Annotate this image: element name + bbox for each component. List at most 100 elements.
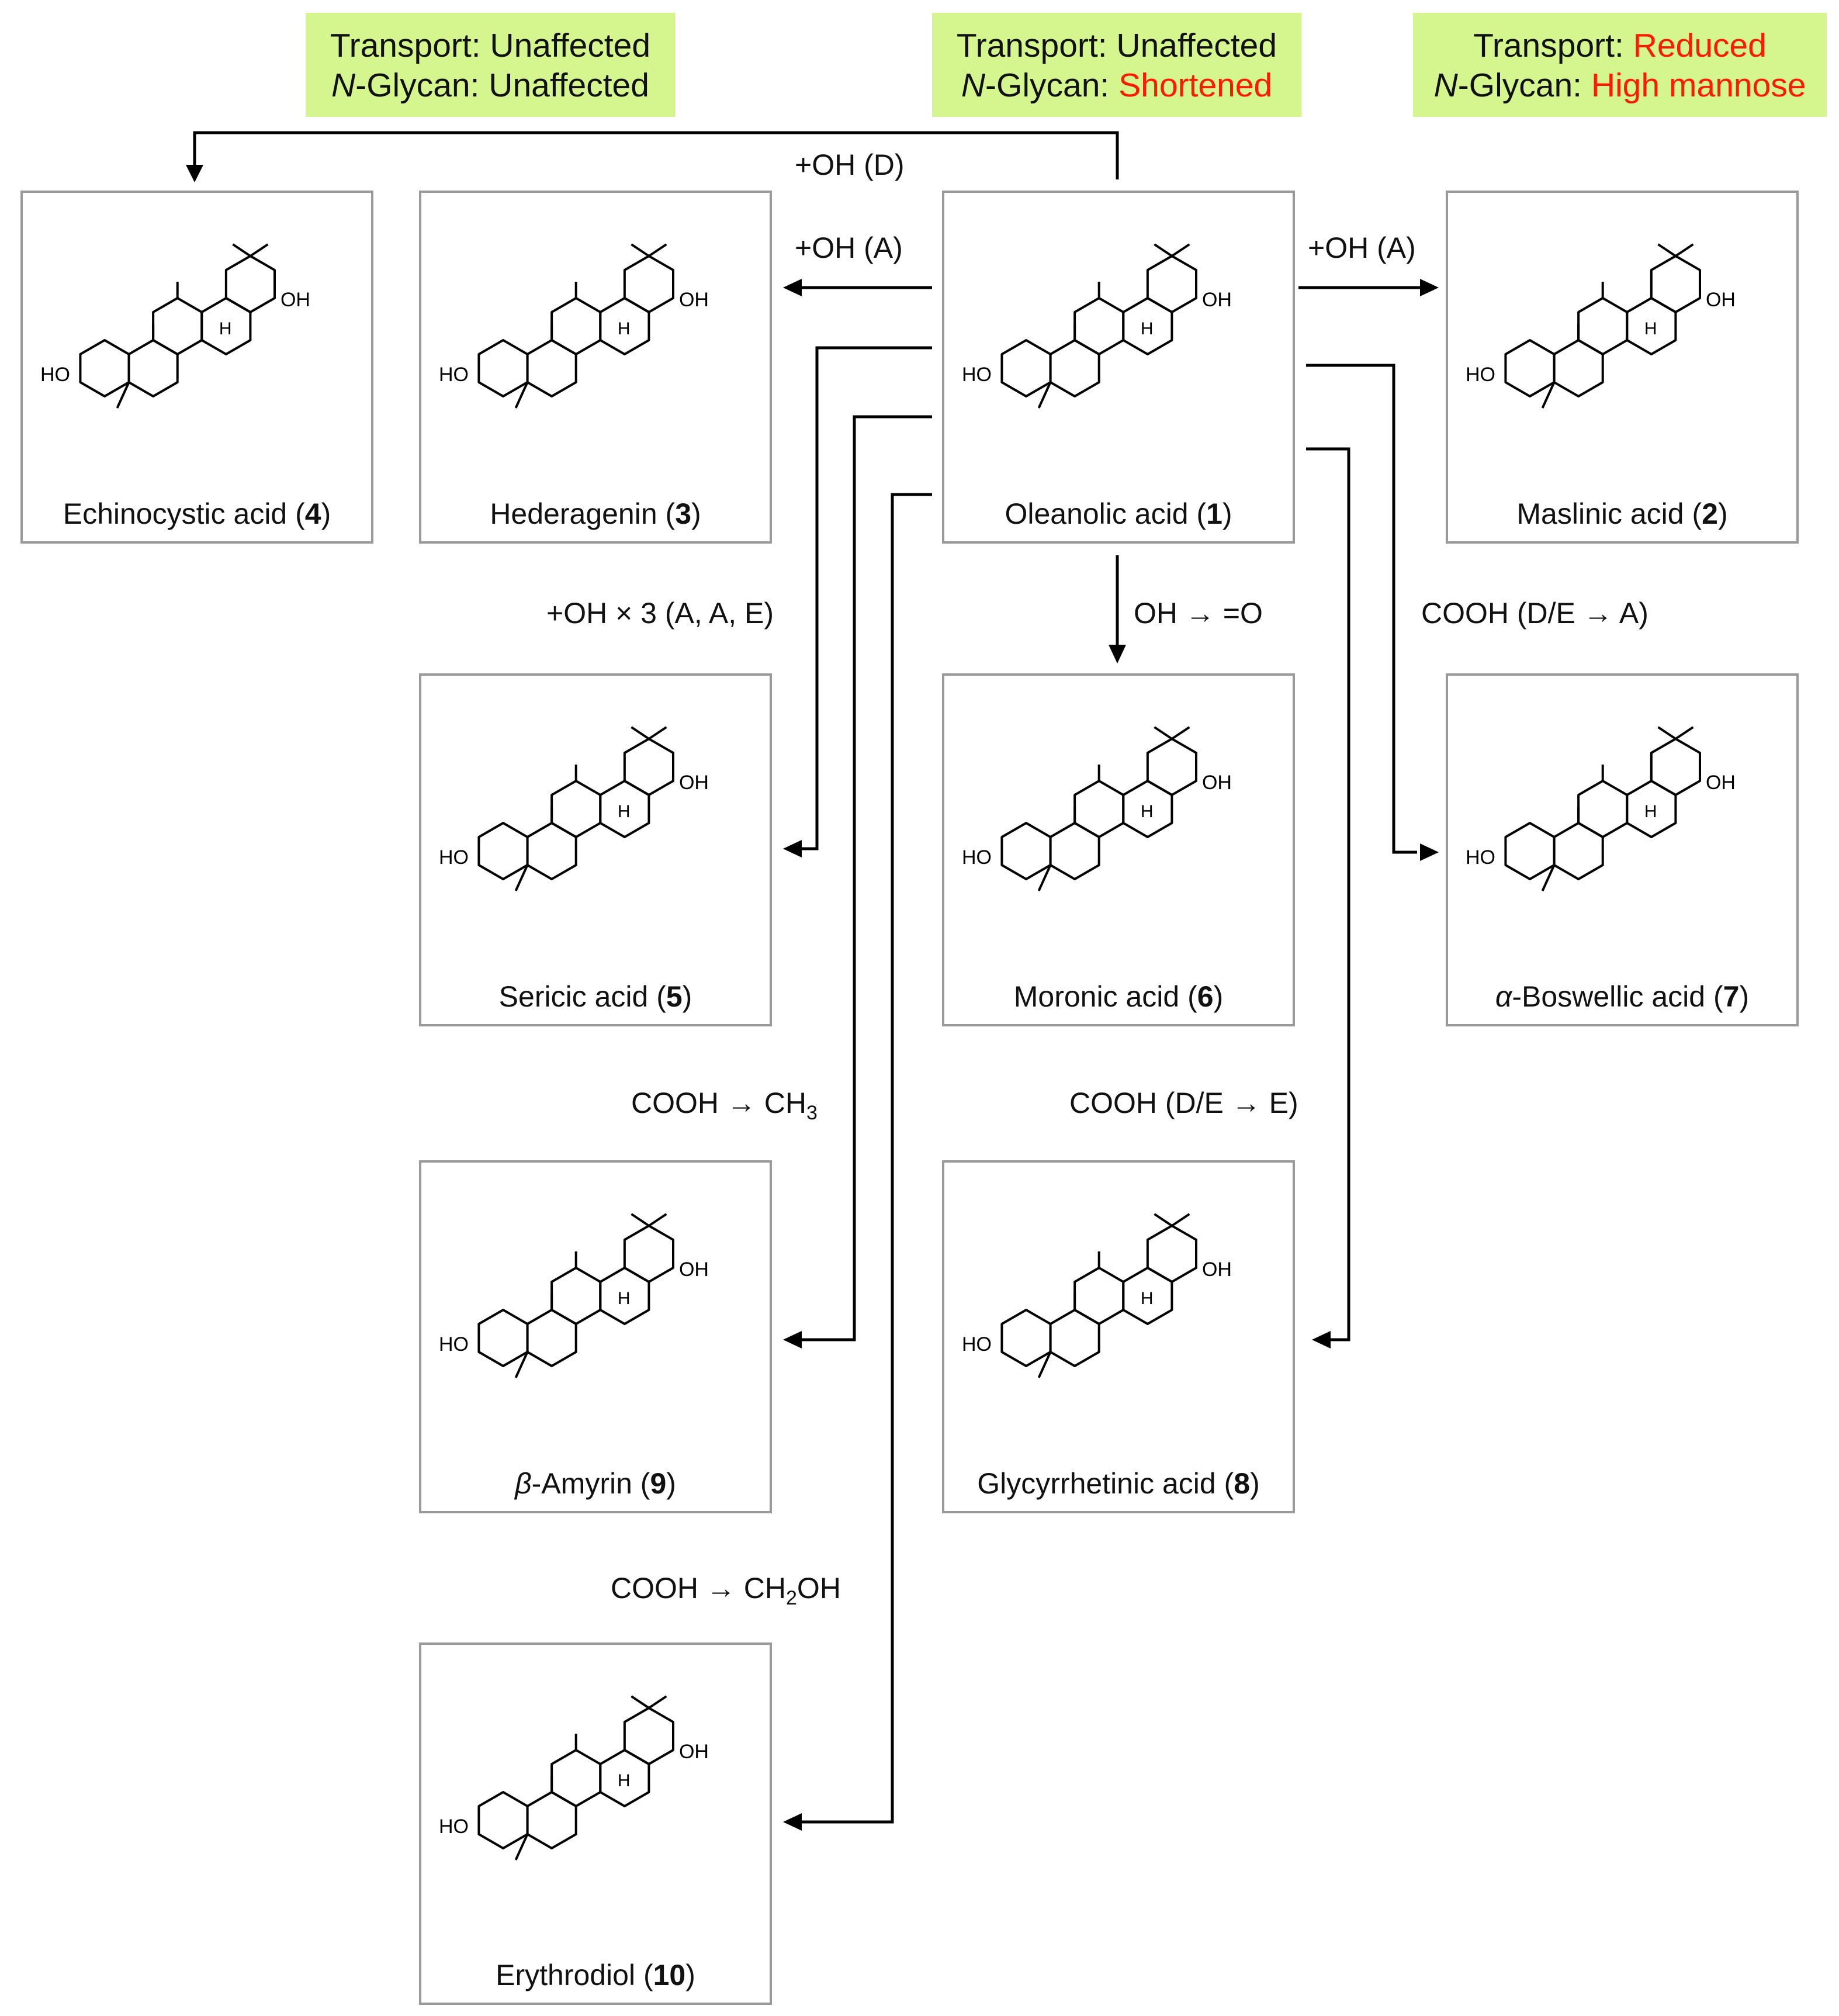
- arrow-to-10: [795, 493, 932, 1824]
- ho-label: HO: [40, 364, 70, 386]
- structure-drawing: HO OH H: [439, 1695, 709, 1861]
- structure-drawing: HO OH H: [962, 726, 1232, 891]
- h-label: H: [219, 319, 232, 338]
- h-label: H: [1141, 802, 1154, 821]
- arrow-to-7: [1306, 364, 1417, 854]
- compound-number: 7: [1723, 980, 1740, 1013]
- oh-label: OH: [1202, 289, 1232, 311]
- compound-name: -Boswellic acid (: [1512, 980, 1723, 1013]
- ho-label: HO: [439, 846, 469, 869]
- ho-label: HO: [962, 846, 992, 869]
- compound-number: 6: [1197, 980, 1214, 1013]
- compound-caption: Hederagenin (3): [490, 497, 701, 530]
- oh-label: OH: [679, 1258, 709, 1281]
- structure-drawing: HO OH H: [439, 1213, 709, 1378]
- label-to-4: +OH (D): [795, 148, 905, 181]
- structure-drawing: HO OH H: [40, 243, 310, 409]
- structure-drawing: HO OH H: [439, 726, 709, 891]
- legend-left: Transport: Unaffected N-Glycan: Unaffect…: [306, 13, 675, 117]
- compound-number: 10: [653, 1959, 686, 1991]
- compound-number: 1: [1206, 497, 1222, 530]
- oh-label: OH: [280, 289, 310, 311]
- oh-label: OH: [679, 772, 709, 794]
- label-to-3: +OH (A): [795, 231, 903, 264]
- structure-drawing: HO OH H: [1466, 243, 1736, 409]
- structure-drawing: HO OH H: [962, 1213, 1232, 1378]
- compound-box-8: HO OH H Glycyrrhetinic acid (8): [942, 1160, 1295, 1513]
- ho-label: HO: [439, 1333, 469, 1355]
- compound-caption: Sericic acid (5): [498, 980, 692, 1013]
- label-to-8: COOH (D/E → E): [1069, 1087, 1298, 1119]
- label-to-9: COOH → CH3: [631, 1087, 818, 1124]
- label-to-5: +OH × 3 (A, A, E): [546, 597, 774, 630]
- structure-drawing: HO OH H: [439, 243, 709, 409]
- label-to-10: COOH → CH2OH: [611, 1572, 841, 1609]
- greek-prefix: α: [1495, 980, 1512, 1013]
- h-label: H: [1644, 319, 1657, 338]
- compound-number: 4: [304, 497, 321, 530]
- h-label: H: [618, 802, 631, 821]
- arrow-to-9: [795, 415, 932, 1341]
- compound-caption: Oleanolic acid (1): [1005, 497, 1232, 530]
- compound-caption: β-Amyrin (9): [515, 1467, 676, 1500]
- compound-box-1: HO OH H Oleanolic acid (1): [942, 191, 1295, 544]
- compound-name: Hederagenin (: [490, 497, 676, 530]
- compound-box-3: HO OH H Hederagenin (3): [419, 191, 772, 544]
- compound-caption: Echinocystic acid (4): [63, 497, 331, 530]
- label-to-6: OH → =O: [1134, 597, 1263, 630]
- ho-label: HO: [1466, 846, 1495, 869]
- compound-number: 3: [675, 497, 692, 530]
- compound-name: Echinocystic acid (: [63, 497, 305, 530]
- compound-name: Sericic acid (: [498, 980, 666, 1013]
- compound-caption: Erythrodiol (10): [496, 1959, 695, 1991]
- ho-label: HO: [962, 1333, 992, 1355]
- ho-label: HO: [439, 1816, 469, 1838]
- compound-name: Moronic acid (: [1013, 980, 1197, 1013]
- compound-box-5: HO OH H Sericic acid (5): [419, 673, 772, 1026]
- label-to-2: +OH (A): [1308, 231, 1416, 264]
- oh-label: OH: [1706, 772, 1736, 794]
- compound-caption: α-Boswellic acid (7): [1495, 980, 1750, 1013]
- compound-name: Oleanolic acid (: [1005, 497, 1207, 530]
- arrow-to-5: [795, 346, 932, 850]
- oh-label: OH: [679, 1741, 709, 1763]
- h-label: H: [618, 1771, 631, 1790]
- ho-label: HO: [439, 364, 469, 386]
- h-label: H: [618, 319, 631, 338]
- compound-name: Maslinic acid (: [1516, 497, 1702, 530]
- greek-prefix: β: [515, 1467, 532, 1500]
- oh-label: OH: [1706, 289, 1736, 311]
- structure-drawing: HO OH H: [962, 243, 1232, 409]
- compound-caption: Maslinic acid (2): [1516, 497, 1728, 530]
- compound-caption: Moronic acid (6): [1013, 980, 1224, 1013]
- h-label: H: [1141, 1289, 1154, 1308]
- compound-number: 9: [650, 1467, 667, 1500]
- ho-label: HO: [962, 364, 992, 386]
- h-label: H: [618, 1289, 631, 1308]
- compound-number: 2: [1702, 497, 1718, 530]
- compound-name: Glycyrrhetinic acid (: [977, 1467, 1234, 1500]
- compound-box-10: HO OH H Erythrodiol (10): [419, 1642, 772, 2005]
- oh-label: OH: [1202, 772, 1232, 794]
- h-label: H: [1141, 319, 1154, 338]
- label-to-7: COOH (D/E → A): [1421, 597, 1648, 630]
- ho-label: HO: [1466, 364, 1495, 386]
- structure-drawing: HO OH H: [1466, 726, 1736, 891]
- compound-box-2: HO OH H Maslinic acid (2): [1446, 191, 1799, 544]
- arrow-to-4: [193, 131, 1119, 179]
- h-label: H: [1644, 802, 1657, 821]
- compound-box-4: HO OH H Echinocystic acid (4): [20, 191, 373, 544]
- compound-number: 8: [1234, 1467, 1251, 1500]
- compound-name: -Amyrin (: [531, 1467, 650, 1500]
- legend-right: Transport: Reduced N-Glycan: High mannos…: [1413, 13, 1827, 117]
- compound-name: Erythrodiol (: [496, 1959, 653, 1991]
- oh-label: OH: [1202, 1258, 1232, 1281]
- oh-label: OH: [679, 289, 709, 311]
- legend-center: Transport: Unaffected N-Glycan: Shortene…: [932, 13, 1301, 117]
- compound-box-6: HO OH H Moronic acid (6): [942, 673, 1295, 1026]
- compound-caption: Glycyrrhetinic acid (8): [977, 1467, 1260, 1500]
